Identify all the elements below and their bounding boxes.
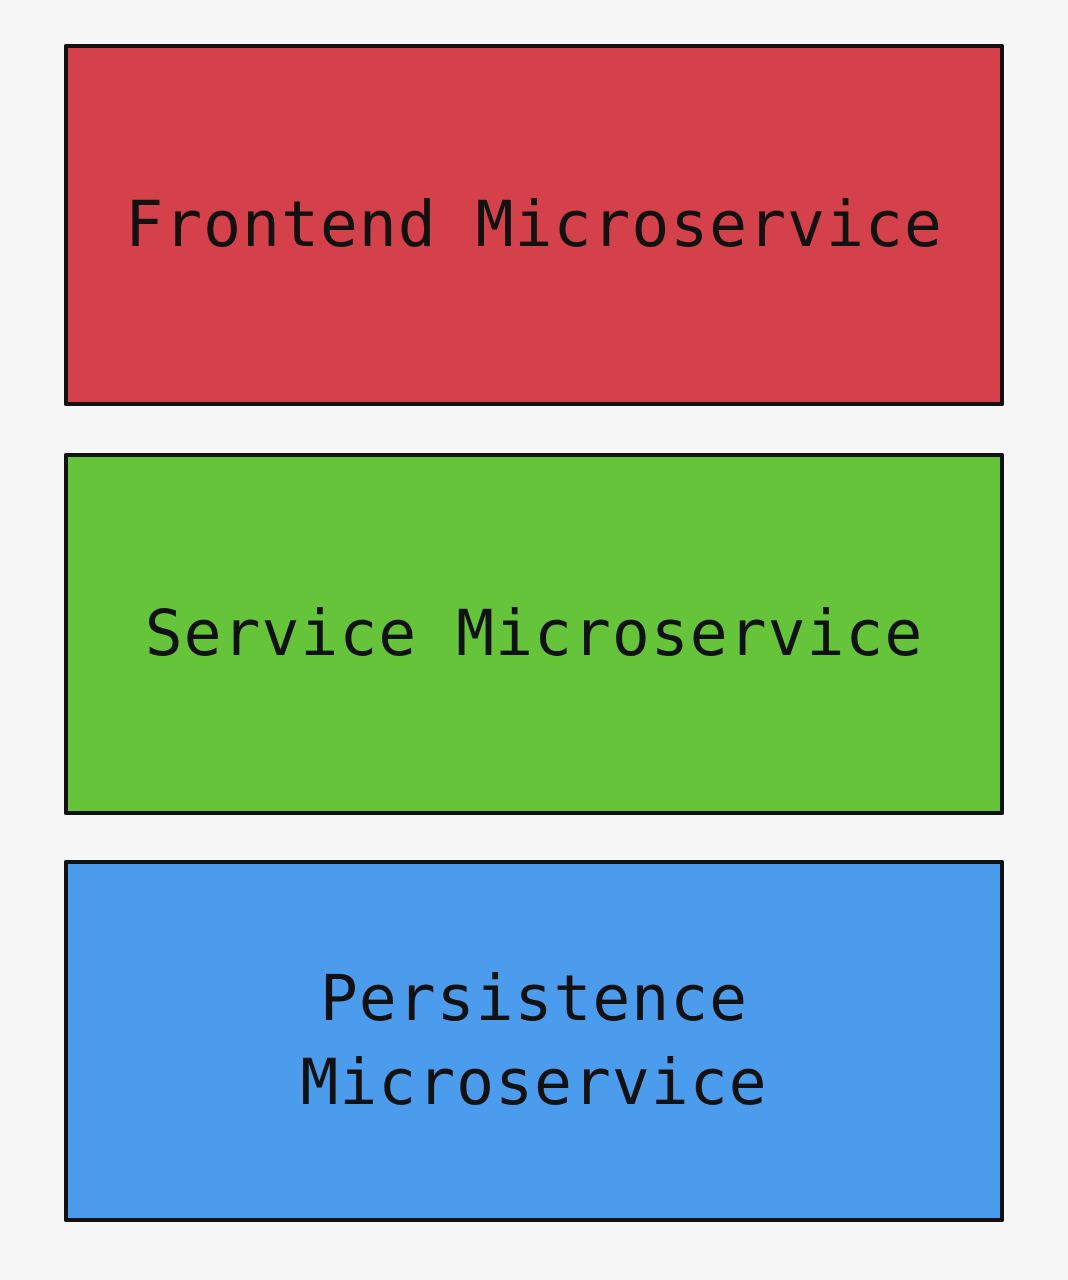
service-microservice-box: Service Microservice — [64, 453, 1004, 815]
service-microservice-label: Service Microservice — [144, 597, 924, 670]
persistence-microservice-label: Persistence Microservice — [300, 962, 768, 1119]
persistence-microservice-box: Persistence Microservice — [64, 860, 1004, 1222]
frontend-microservice-box: Frontend Microservice — [64, 44, 1004, 406]
frontend-microservice-label: Frontend Microservice — [125, 188, 943, 261]
